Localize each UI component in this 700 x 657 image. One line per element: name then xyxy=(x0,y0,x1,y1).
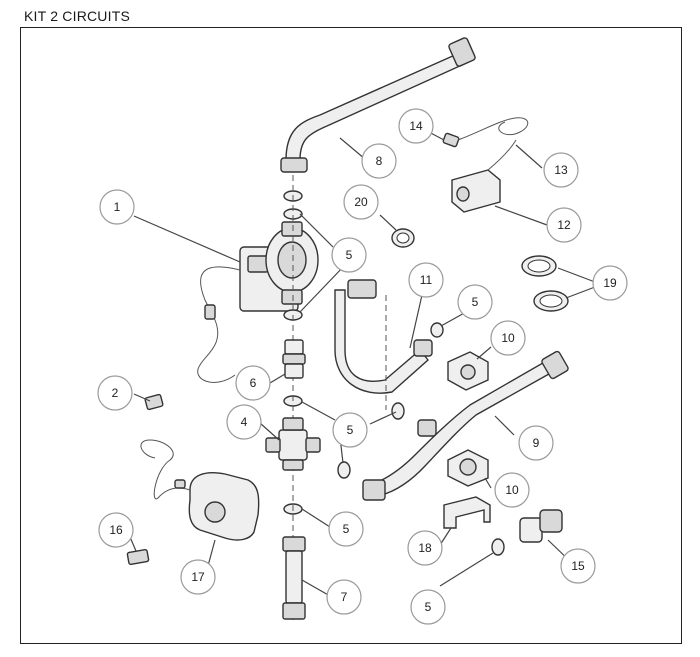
pipe-9 xyxy=(362,350,569,501)
svg-text:16: 16 xyxy=(109,523,123,537)
pipe-7 xyxy=(282,536,306,620)
svg-text:4: 4 xyxy=(241,415,248,429)
svg-text:7: 7 xyxy=(341,590,348,604)
connector-16 xyxy=(126,548,150,566)
callout-2: 2 xyxy=(97,375,133,411)
ring-20 xyxy=(391,228,415,248)
valve-4 xyxy=(265,417,321,471)
bracket-18 xyxy=(443,496,491,529)
svg-text:2: 2 xyxy=(112,386,119,400)
callout-19: 19 xyxy=(592,265,628,301)
callout-5-bottom: 5 xyxy=(410,589,446,625)
pipe-8 xyxy=(280,37,476,173)
callout-16: 16 xyxy=(98,512,134,548)
svg-text:5: 5 xyxy=(346,248,353,262)
callout-5-upper: 5 xyxy=(331,237,367,273)
bend-11 xyxy=(334,279,433,394)
callout-11: 11 xyxy=(408,262,444,298)
svg-text:1: 1 xyxy=(114,200,121,214)
callout-5-lower: 5 xyxy=(328,511,364,547)
kit-title: KIT 2 CIRCUITS xyxy=(24,8,131,24)
callout-20: 20 xyxy=(343,184,379,220)
svg-text:12: 12 xyxy=(557,218,571,232)
callout-12: 12 xyxy=(546,207,582,243)
svg-text:5: 5 xyxy=(472,295,479,309)
callout-5-right: 5 xyxy=(457,284,493,320)
callout-14: 14 xyxy=(398,108,434,144)
nipple-6 xyxy=(282,339,306,379)
svg-text:10: 10 xyxy=(505,483,519,497)
svg-text:9: 9 xyxy=(533,436,540,450)
actuator-12 xyxy=(451,139,517,213)
svg-text:5: 5 xyxy=(347,423,354,437)
callout-4: 4 xyxy=(226,404,262,440)
callout-17: 17 xyxy=(180,559,216,595)
svg-text:19: 19 xyxy=(603,276,617,290)
callout-10-upper: 10 xyxy=(490,320,526,356)
svg-text:20: 20 xyxy=(354,195,368,209)
callout-5-middle: 5 xyxy=(332,412,368,448)
svg-text:17: 17 xyxy=(191,570,205,584)
svg-text:13: 13 xyxy=(554,163,568,177)
svg-text:5: 5 xyxy=(343,522,350,536)
svg-text:14: 14 xyxy=(409,119,423,133)
callout-10-lower: 10 xyxy=(494,472,530,508)
callout-7: 7 xyxy=(326,579,362,615)
callout-1: 1 xyxy=(99,189,135,225)
callout-13: 13 xyxy=(543,152,579,188)
svg-text:6: 6 xyxy=(250,376,257,390)
callout-6: 6 xyxy=(235,365,271,401)
pump-1 xyxy=(197,221,319,383)
motor-17 xyxy=(140,439,260,541)
svg-text:8: 8 xyxy=(376,154,383,168)
svg-text:10: 10 xyxy=(501,331,515,345)
sensor-14 xyxy=(442,117,529,148)
callout-15: 15 xyxy=(560,548,596,584)
clip-10-upper xyxy=(447,351,489,391)
callout-18: 18 xyxy=(407,530,443,566)
connector-2 xyxy=(144,393,164,411)
fitting-15 xyxy=(519,509,563,543)
callout-8: 8 xyxy=(361,143,397,179)
diagram-frame xyxy=(20,27,682,644)
svg-text:11: 11 xyxy=(420,273,433,287)
svg-text:15: 15 xyxy=(571,559,585,573)
svg-text:5: 5 xyxy=(425,600,432,614)
clamps-19 xyxy=(521,255,569,312)
callout-9: 9 xyxy=(518,425,554,461)
clip-10-lower xyxy=(447,449,489,487)
svg-text:18: 18 xyxy=(418,541,432,555)
